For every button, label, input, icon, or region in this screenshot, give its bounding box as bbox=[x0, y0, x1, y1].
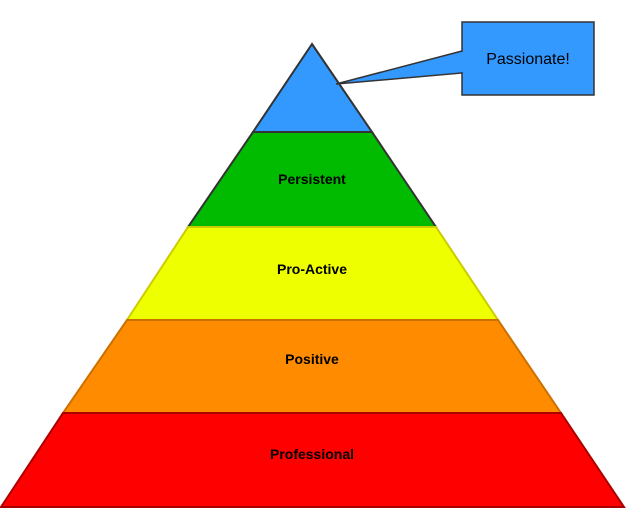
pyramid-tier-professional bbox=[0, 412, 626, 508]
callout-seam bbox=[461, 52, 464, 72]
callout-label: Passionate! bbox=[486, 51, 570, 68]
tier-label-positive: Positive bbox=[285, 351, 339, 367]
tier-label-persistent: Persistent bbox=[278, 171, 346, 187]
tier-label-professional: Professional bbox=[270, 446, 354, 462]
tier-label-pro-active: Pro-Active bbox=[277, 261, 347, 277]
pyramid-tier-top bbox=[251, 42, 374, 133]
callout-pointer bbox=[335, 50, 463, 85]
